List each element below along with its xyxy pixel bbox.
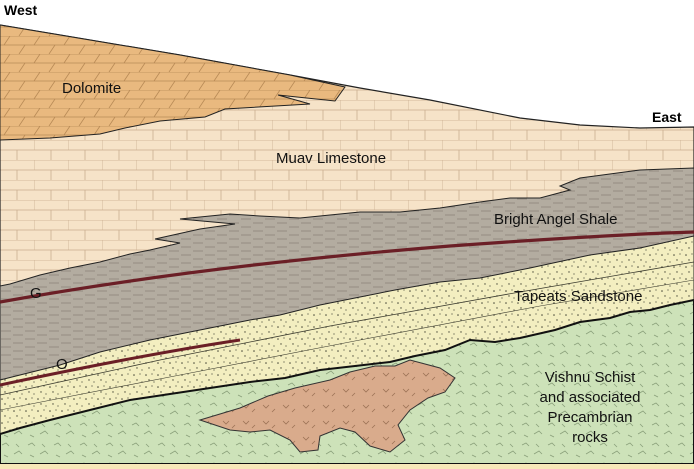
bright-angel-shale-label: Bright Angel Shale [494, 211, 617, 228]
time-line-o-label: O [56, 356, 68, 373]
vishnu-label-line: and associated [540, 389, 641, 406]
vishnu-label-line: Vishnu Schist [545, 369, 636, 386]
east-label: East [652, 109, 682, 125]
dolomite-layer [0, 24, 346, 141]
west-label: West [4, 2, 38, 18]
granite-intrusion [198, 359, 456, 453]
vishnu-label-line: rocks [572, 429, 608, 446]
vishnu-schist-label: Vishnu Schist and associated Precambrian… [540, 369, 641, 446]
bedding-line [0, 261, 694, 396]
time-line-g [0, 230, 694, 304]
time-line-g-label: G [30, 285, 42, 302]
muav-limestone-label: Muav Limestone [276, 150, 386, 167]
vishnu-label-line: Precambrian [547, 409, 632, 426]
tapeats-sandstone-label: Tapeats Sandstone [514, 288, 642, 305]
dolomite-label: Dolomite [62, 80, 121, 97]
bedding-line [0, 279, 694, 411]
time-line-o [0, 338, 241, 387]
